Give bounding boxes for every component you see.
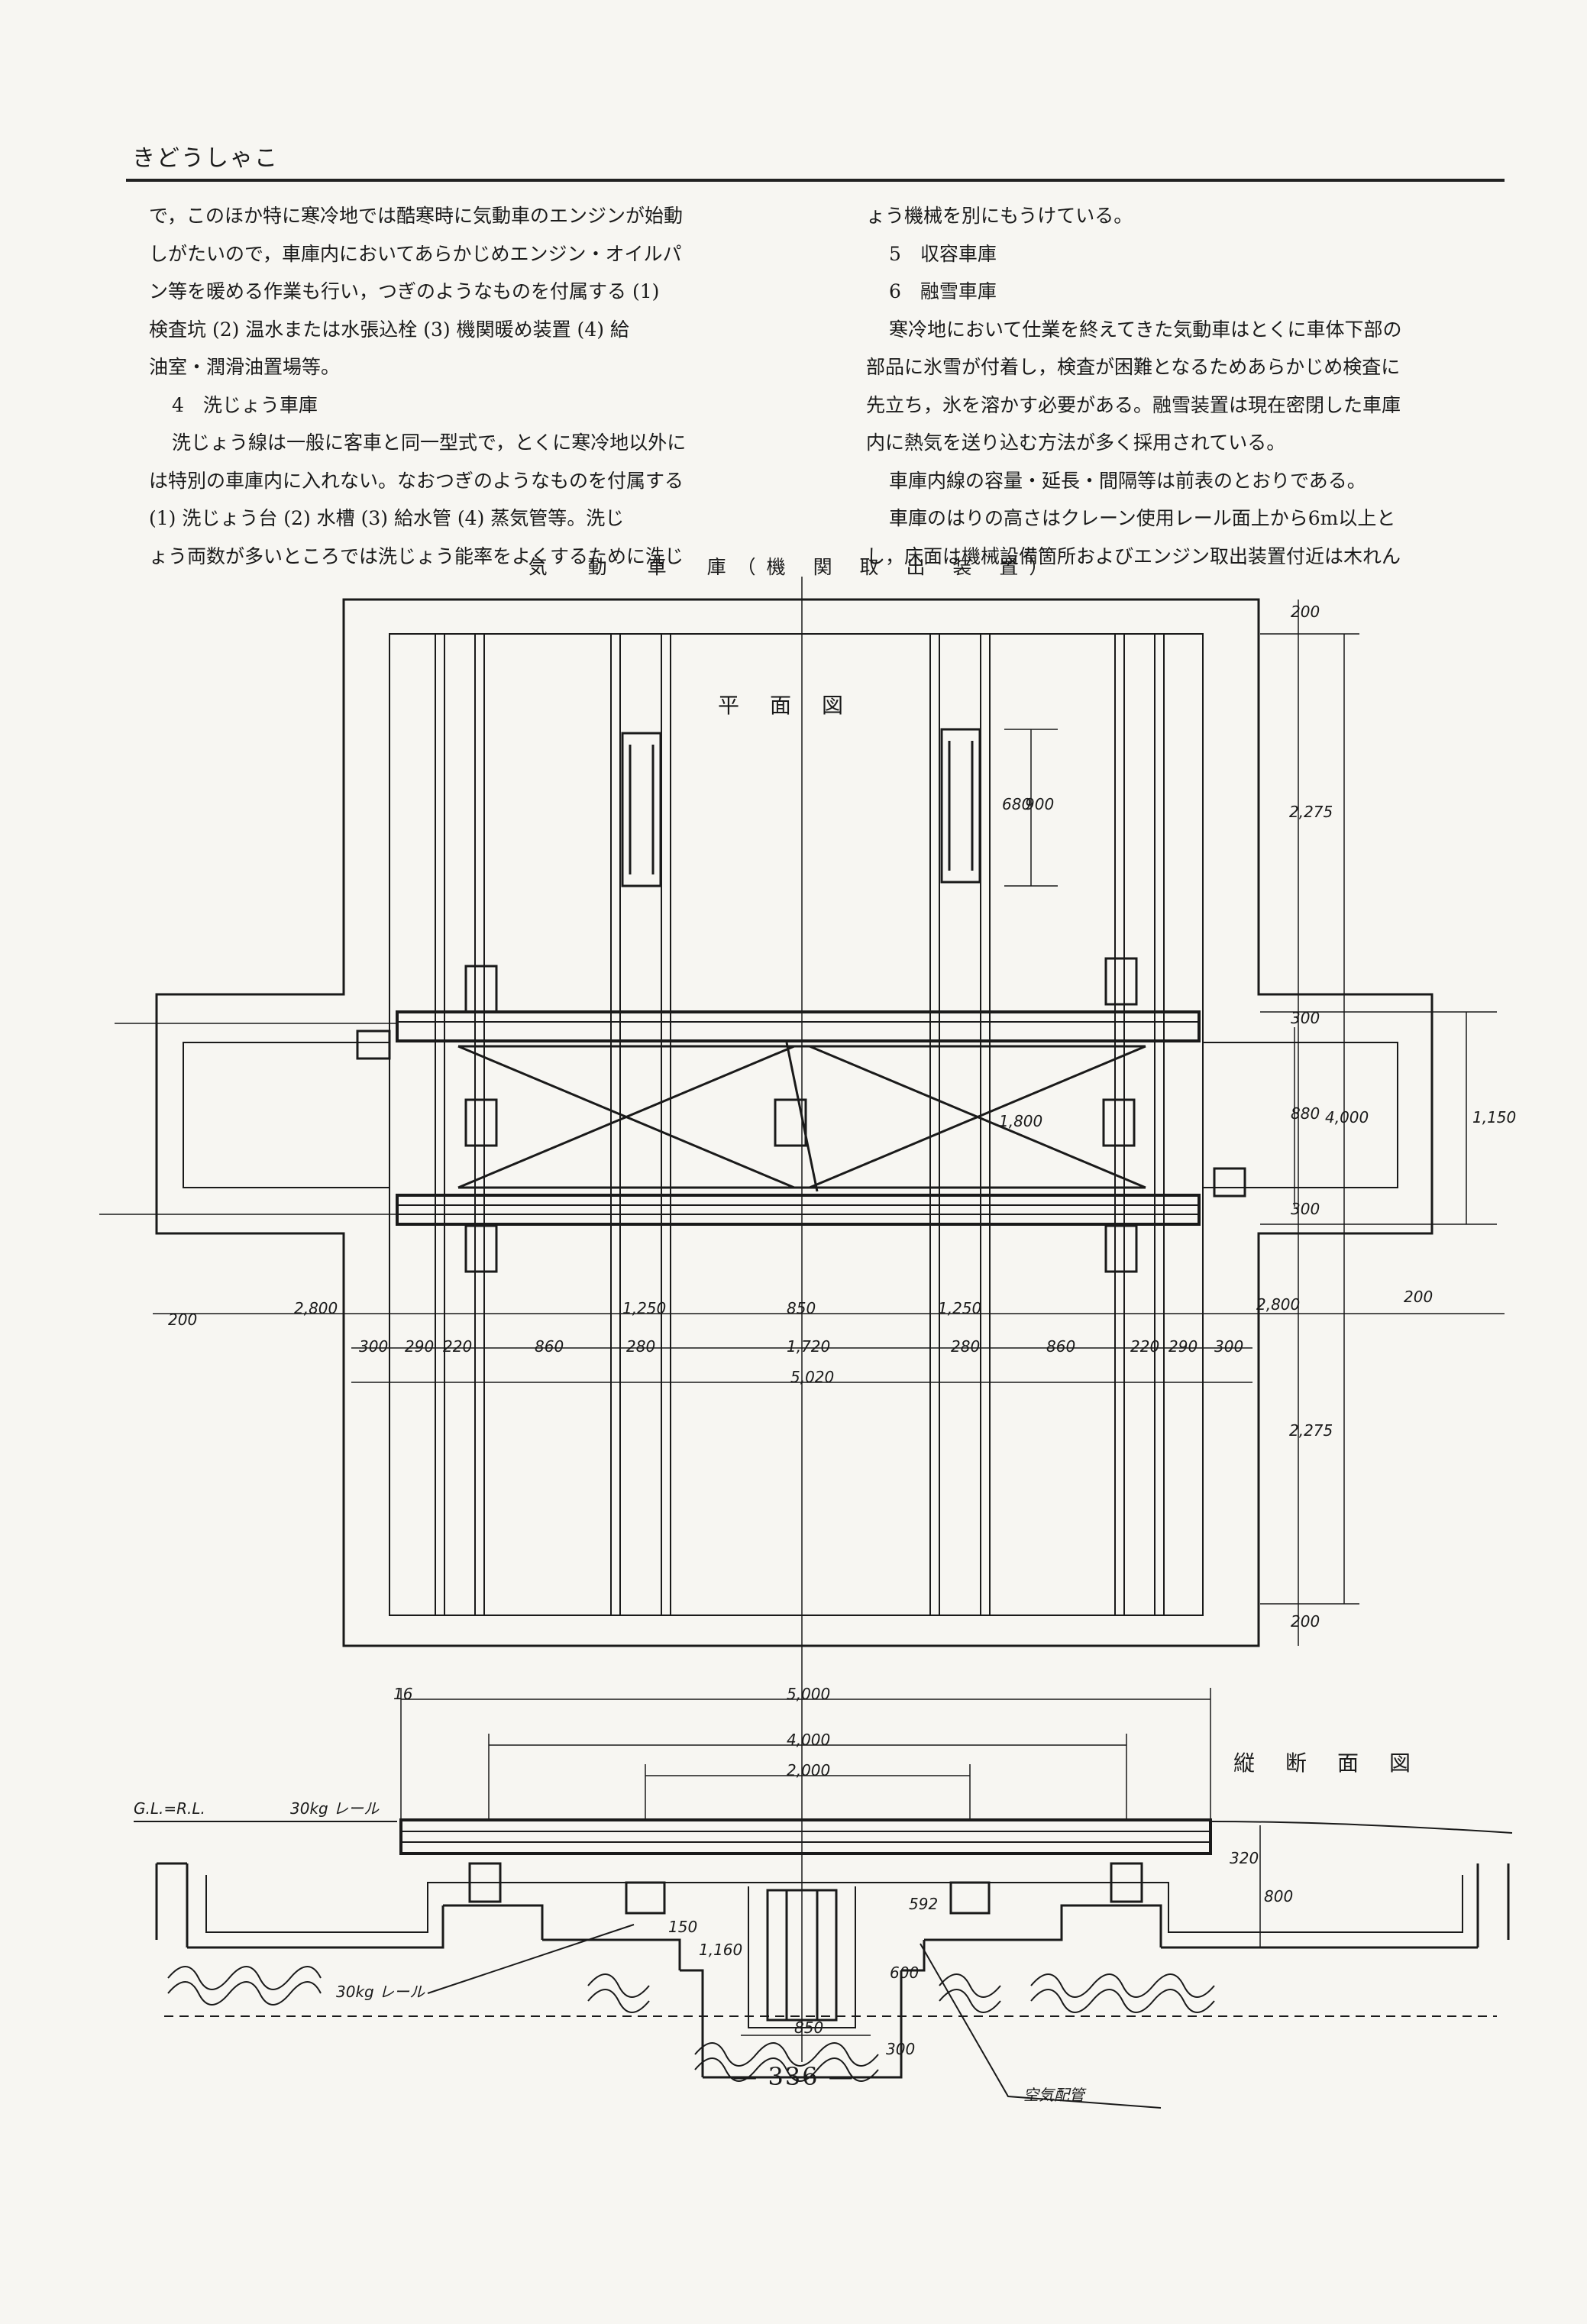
dim-label: 4,000 (787, 1731, 830, 1749)
dim-label: 16 (393, 1685, 412, 1703)
dim-label: 200 (168, 1311, 197, 1329)
text-line: は特別の車庫内に入れない。なおつぎのようなものを付属する (149, 469, 684, 492)
text-line: 油室・潤滑油置場等。 (149, 356, 341, 378)
text-line: で，このほか特に寒冷地では酷寒時に気動車のエンジンが始動 (149, 205, 684, 227)
pit-section-inner (205, 1875, 1463, 2028)
dim-label: 1,250 (622, 1299, 666, 1317)
dim-label: 220 (443, 1337, 472, 1356)
text-line: 寒冷地において仕業を終えてきた気動車はとくに車体下部の (889, 318, 1402, 341)
section-heading: 6 融雪車庫 (889, 280, 997, 302)
dim-label: 860 (535, 1337, 564, 1356)
text-line: ン等を暖める作業も行い，つぎのようなものを付属する (1) (149, 280, 660, 302)
pit-section (155, 1862, 1510, 2079)
ground-line (134, 1821, 1513, 1834)
section-view-label: 縦 断 面 図 (1233, 1750, 1415, 1776)
plan-rails (435, 634, 1165, 1615)
section-jacks (468, 1862, 1143, 2022)
dim-label: 1,720 (787, 1337, 830, 1356)
text-column-left: で，このほか特に寒冷地では酷寒時に気動車のエンジンが始動 しがたいので，車庫内に… (149, 197, 806, 575)
text-column-right: ょう機械を別にもうけている。 5 収容車庫 6 融雪車庫 寒冷地において仕業を終… (866, 197, 1523, 575)
dim-label: 5,020 (790, 1368, 834, 1386)
dim-label: 4,000 (1325, 1108, 1369, 1126)
center-lines (99, 577, 803, 2062)
section-beam (399, 1818, 1212, 1855)
foundation-piles (167, 1966, 1215, 2082)
dim-label: 200 (1404, 1288, 1433, 1306)
dim-label: 1,150 (1472, 1108, 1516, 1126)
text-line: (1) 洗じょう台 (2) 水槽 (3) 給水管 (4) 蒸気管等。洗じ (149, 507, 625, 529)
dim-label: 1,160 (699, 1941, 742, 1959)
dim-label: 850 (787, 1299, 816, 1317)
dim-label: 300 (1291, 1200, 1320, 1218)
ground-level-note: G.L.=R.L. (134, 1799, 205, 1818)
text-line: 検査坑 (2) 温水または水張込栓 (3) 機関暖め装置 (4) 給 (149, 318, 629, 341)
dim-label: 220 (1130, 1337, 1159, 1356)
running-header: きどうしゃこ (126, 136, 1505, 182)
dim-label: 200 (1291, 1612, 1320, 1631)
dim-label: 150 (668, 1918, 697, 1936)
section-dimension-lines (400, 1688, 1261, 2036)
text-line: 洗じょう線は一般に客車と同一型式で，とくに寒冷地以外に (172, 432, 687, 454)
dim-label: 200 (1291, 603, 1320, 621)
air-pipe-note: 空気配管 (1023, 2086, 1087, 2104)
rail-leader (427, 1924, 635, 1994)
text-line: ょう両数が多いところでは洗じょう能率をよくするために洗じ (149, 545, 684, 567)
text-line: 部品に氷雪が付着し，検査が困難となるためあらかじめ検査に (866, 356, 1401, 378)
dim-label: 290 (405, 1337, 434, 1356)
dim-label: 280 (951, 1337, 980, 1356)
figure-caption: 気 動 車 庫（機 関 取 出 装 置） (528, 556, 1059, 578)
dim-label: 300 (1214, 1337, 1243, 1356)
screw-jacks (356, 957, 1246, 1273)
dim-label: 1,800 (999, 1112, 1042, 1130)
text-line: 先立ち，氷を溶かす必要がある。融雪装置は現在密閉した車庫 (866, 393, 1401, 416)
text-line: しがたいので，車庫内においてあらかじめエンジン・オイルパ (149, 242, 682, 265)
dim-label: 300 (359, 1337, 388, 1356)
text-line: し，床面は機械設備箇所およびエンジン取出装置付近は木れん (866, 545, 1401, 567)
air-pipe-leader (920, 1943, 1162, 2109)
text-line: ょう機械を別にもうけている。 (866, 205, 1133, 227)
plan-view-label: 平 面 図 (718, 693, 848, 718)
dim-label: 860 (1046, 1337, 1075, 1356)
section-heading: 4 洗じょう車庫 (172, 393, 318, 416)
dim-label: 2,000 (787, 1761, 830, 1779)
dim-label: 2,275 (1289, 1421, 1333, 1440)
dim-label: 2,275 (1289, 803, 1333, 821)
dim-label: 600 (890, 1964, 919, 1982)
dim-label: 300 (886, 2040, 915, 2058)
text-line: 車庫内線の容量・延長・間隔等は前表のとおりである。 (889, 469, 1366, 492)
section-heading: 5 収容車庫 (889, 242, 997, 265)
text-line: 内に熱気を送り込む方法が多く採用されている。 (866, 432, 1286, 454)
page-number: — 336 — (732, 2062, 855, 2091)
dim-label: 1,250 (938, 1299, 981, 1317)
dim-label: 2,800 (294, 1299, 338, 1317)
header-title: きどうしゃこ (132, 145, 279, 172)
dim-label: 290 (1168, 1337, 1198, 1356)
dim-label: 680 (1002, 795, 1031, 813)
pit-inner-outline (389, 633, 1204, 1616)
pit-recess (183, 1042, 1398, 1188)
dim-label: 800 (1264, 1887, 1293, 1905)
dim-label: 850 (794, 2019, 823, 2037)
rail-note: 30kg レール (336, 1983, 425, 2001)
dim-label: 592 (909, 1895, 938, 1913)
dim-label: 5,000 (787, 1685, 830, 1703)
plan-dimension-lines (153, 600, 1505, 1646)
text-line: 車庫のはりの高さはクレーン使用レール面上から6m以上と (889, 507, 1396, 529)
dim-label: 280 (626, 1337, 655, 1356)
dim-label: 2,800 (1256, 1295, 1300, 1314)
dim-label: 900 (1025, 795, 1054, 813)
dim-label: 320 (1230, 1849, 1259, 1867)
rail-note: 30kg レール (290, 1799, 380, 1818)
plan-jacks (621, 728, 981, 887)
dim-label: 300 (1291, 1009, 1320, 1027)
cross-beams (396, 1010, 1201, 1226)
dim-label: 880 (1291, 1104, 1320, 1123)
pit-outline (155, 598, 1433, 1647)
